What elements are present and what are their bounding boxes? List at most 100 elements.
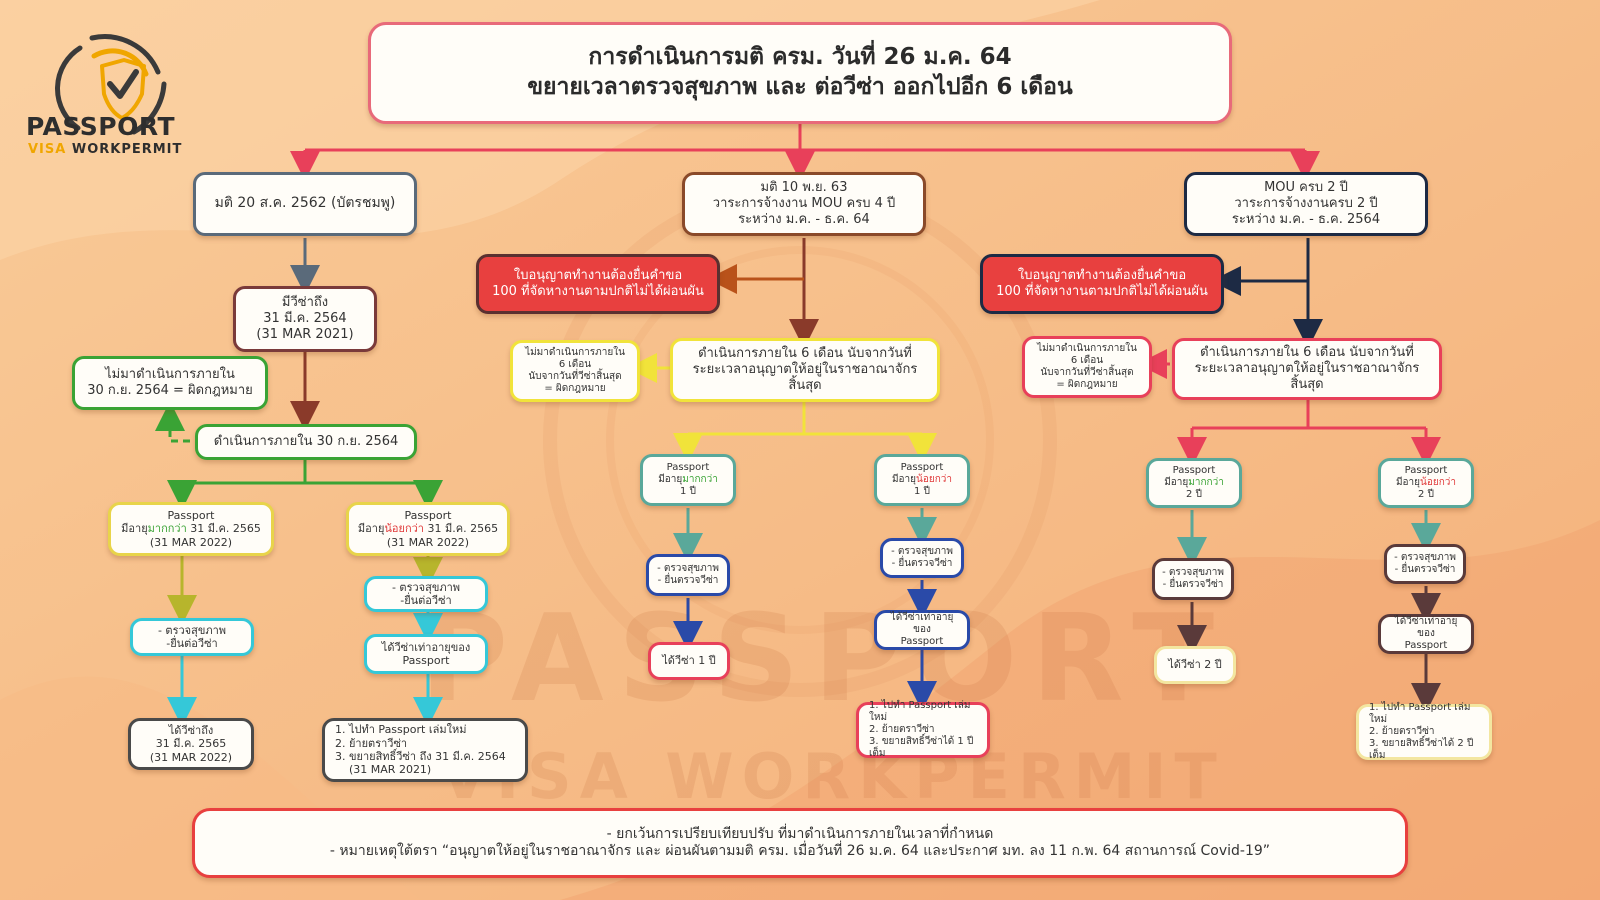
left-passport-less-box: Passport มีอายุน้อยกว่า 31 มี.ค. 2565 (3… — [346, 502, 510, 556]
middle-step-3: 3. ขยายสิทธิ์วีซ่าได้ 1 ปีเต็ม — [869, 736, 974, 760]
left-result-a-3: (31 MAR 2022) — [149, 750, 233, 764]
right-within6-2: ระยะเวลาอนุญาตให้อยู่ในราชอาณาจักร — [1194, 361, 1420, 377]
right-pp-less-pre: มีอายุ — [1395, 476, 1421, 488]
middle-check-a-box: - ตรวจสุขภาพ - ยื่นตรวจวีซ่า — [646, 554, 730, 596]
right-steps-box: 1. ไปทำ Passport เล่มใหม่ 2. ย้ายตราวีซ่… — [1356, 701, 1492, 762]
left-check-a-2: -ยื่นต่อวีซ่า — [166, 637, 218, 650]
left-result-a-1: ได้วีซ่าถึง — [168, 723, 214, 737]
footer-note-box: - ยกเว้นการเปรียบเทียบปรับ ที่มาดำเนินกา… — [192, 808, 1408, 878]
right-step-2: 2. ย้ายตราวีซ่า — [1369, 725, 1435, 737]
header-line-1: การดำเนินการมติ ครม. วันที่ 26 ม.ค. 64 — [588, 44, 1012, 71]
right-check-b-box: - ตรวจสุขภาพ - ยื่นตรวจวีซ่า — [1384, 544, 1466, 584]
middle-permit-2: 100 ที่จัดหางานตามปกติไม่ได้ผ่อนผัน — [492, 284, 704, 299]
left-pp-less-post: 31 มี.ค. 2565 — [423, 522, 499, 536]
right-top-box: MOU ครบ 2 ปี วาระการจ้างงานครบ 2 ปี ระหว… — [1184, 172, 1428, 236]
middle-pp-less-l3: 1 ปี — [914, 486, 930, 498]
right-permit-1: ใบอนุญาตทำงานต้องยื่นคำขอ — [1017, 268, 1187, 284]
right-within6-3: สิ้นสุด — [1290, 376, 1324, 392]
left-visa-until-3: (31 MAR 2021) — [256, 326, 354, 342]
left-pp-more-pre: มีอายุ — [121, 522, 148, 536]
right-pp-less-hl: น้อยกว่า — [1420, 476, 1457, 488]
left-top-box: มติ 20 ส.ค. 2562 (บัตรชมพู) — [193, 172, 417, 236]
right-pp-more-hl: มากกว่า — [1188, 476, 1224, 488]
middle-illegal-3: นับจากวันที่วีซ่าสิ้นสุด — [528, 371, 622, 382]
middle-permit-box: ใบอนุญาตทำงานต้องยื่นคำขอ 100 ที่จัดหางา… — [476, 254, 720, 314]
right-passport-less-box: Passport มีอายุน้อยกว่า 2 ปี — [1378, 458, 1474, 508]
left-illegal-1: ไม่มาดำเนินการภายใน — [105, 367, 235, 383]
left-within-box: ดำเนินการภายใน 30 ก.ย. 2564 — [195, 424, 417, 460]
footer-line-2: - หมายเหตุใต้ตรา “อนุญาตให้อยู่ในราชอาณา… — [329, 843, 1271, 859]
left-passport-more-box: Passport มีอายุมากกว่า 31 มี.ค. 2565 (31… — [108, 502, 274, 556]
left-illegal-2: 30 ก.ย. 2564 = ผิดกฎหมาย — [87, 383, 253, 398]
right-pp-more-l1: Passport — [1172, 464, 1216, 476]
right-within6-1: ดำเนินการภายใน 6 เดือน นับจากวันที่ — [1200, 345, 1414, 361]
middle-top-3: ระหว่าง ม.ค. - ธ.ค. 64 — [738, 211, 870, 227]
middle-check-a-2: - ยื่นตรวจวีซ่า — [657, 575, 719, 586]
left-check-b-box: - ตรวจสุขภาพ -ยื่นต่อวีซ่า — [364, 576, 488, 612]
right-pp-more-pre: มีอายุ — [1164, 476, 1189, 488]
right-top-3: ระหว่าง ม.ค. - ธ.ค. 2564 — [1231, 211, 1381, 227]
middle-check-a-1: - ตรวจสุขภาพ — [657, 562, 719, 574]
middle-pp-more-pre: มีอายุ — [658, 473, 683, 485]
right-result-b-box: ได้วีซ่าเท่าอายุของ Passport — [1378, 614, 1474, 654]
left-step-3: 3. ขยายสิทธิ์วีซ่า ถึง 31 มี.ค. 2564 — [335, 750, 506, 763]
logo-subtext: VISA WORKPERMIT — [28, 142, 182, 157]
middle-top-2: วาระการจ้างงาน MOU ครบ 4 ปี — [712, 196, 896, 212]
right-permit-box: ใบอนุญาตทำงานต้องยื่นคำขอ 100 ที่จัดหางา… — [980, 254, 1224, 314]
middle-pp-more-l3: 1 ปี — [680, 486, 696, 498]
middle-illegal-box: ไม่มาดำเนินการภายใน 6 เดือน นับจากวันที่… — [510, 340, 640, 402]
right-illegal-2: 6 เดือน — [1070, 354, 1104, 366]
logo-text: PASSPORT — [26, 112, 176, 141]
middle-result-b-2: Passport — [900, 636, 944, 648]
right-top-2: วาระการจ้างงานครบ 2 ปี — [1234, 196, 1378, 212]
footer-line-1: - ยกเว้นการเปรียบเทียบปรับ ที่มาดำเนินกา… — [606, 825, 994, 842]
right-result-a-box: ได้วีซ่า 2 ปี — [1154, 646, 1236, 684]
middle-top-box: มติ 10 พ.ย. 63 วาระการจ้างงาน MOU ครบ 4 … — [682, 172, 926, 236]
right-illegal-1: ไม่มาดำเนินการภายใน — [1037, 342, 1137, 354]
header-box: การดำเนินการมติ ครม. วันที่ 26 ม.ค. 64 ข… — [368, 22, 1232, 124]
middle-illegal-1: ไม่มาดำเนินการภายใน — [525, 346, 625, 358]
left-pp-more-hl: มากกว่า — [147, 522, 187, 536]
right-pp-more-l3: 2 ปี — [1186, 489, 1202, 501]
right-illegal-4: = ผิดกฎหมาย — [1056, 379, 1118, 391]
left-result-b-1: ได้วีซ่าเท่าอายุของ — [381, 640, 471, 654]
left-pp-less-l1: Passport — [404, 508, 452, 522]
left-step-4: (31 MAR 2021) — [349, 763, 432, 777]
middle-check-b-box: - ตรวจสุขภาพ - ยื่นตรวจวีซ่า — [880, 538, 964, 578]
middle-passport-less-box: Passport มีอายุน้อยกว่า 1 ปี — [874, 454, 970, 506]
left-result-a-2: 31 มี.ค. 2565 — [155, 737, 227, 751]
right-illegal-box: ไม่มาดำเนินการภายใน 6 เดือน นับจากวันที่… — [1022, 336, 1152, 398]
left-pp-less-hl: น้อยกว่า — [384, 522, 424, 536]
middle-result-b-1: ได้วีซ่าเท่าอายุของ — [890, 611, 954, 635]
right-result-b-1: ได้วีซ่าเท่าอายุของ — [1394, 615, 1458, 639]
middle-top-1: มติ 10 พ.ย. 63 — [760, 180, 848, 196]
right-result-a-text: ได้วีซ่า 2 ปี — [1168, 658, 1222, 672]
right-pp-less-l3: 2 ปี — [1418, 489, 1434, 501]
left-pp-more-l1: Passport — [167, 508, 215, 522]
right-pp-less-l1: Passport — [1404, 464, 1448, 476]
left-check-a-1: - ตรวจสุขภาพ — [157, 623, 227, 637]
middle-pp-more-hl: มากกว่า — [682, 473, 718, 485]
middle-within6-box: ดำเนินการภายใน 6 เดือน นับจากวันที่ ระยะ… — [670, 338, 940, 402]
middle-illegal-2: 6 เดือน — [558, 358, 592, 370]
right-check-a-box: - ตรวจสุขภาพ - ยื่นตรวจวีซ่า — [1152, 558, 1234, 600]
right-permit-2: 100 ที่จัดหางานตามปกติไม่ได้ผ่อนผัน — [996, 284, 1208, 299]
logo-visa: VISA — [28, 142, 67, 157]
left-result-b-box: ได้วีซ่าเท่าอายุของ Passport — [364, 634, 488, 674]
left-steps-box: 1. ไปทำ Passport เล่มใหม่ 2. ย้ายตราวีซ่… — [322, 718, 528, 782]
middle-within6-2: ระยะเวลาอนุญาตให้อยู่ในราชอาณาจักร — [692, 362, 918, 378]
right-illegal-3: นับจากวันที่วีซ่าสิ้นสุด — [1040, 367, 1134, 378]
middle-passport-more-box: Passport มีอายุมากกว่า 1 ปี — [640, 454, 736, 506]
left-pp-more-post: 31 มี.ค. 2565 — [186, 522, 261, 536]
left-pp-more-l3: (31 MAR 2022) — [149, 535, 233, 549]
right-step-3: 3. ขยายสิทธิ์วีซ่าได้ 2 ปีเต็ม — [1369, 738, 1474, 762]
left-visa-until-box: มีวีซ่าถึง 31 มี.ค. 2564 (31 MAR 2021) — [233, 286, 377, 352]
right-result-b-2: Passport — [1404, 640, 1448, 652]
right-step-1: 1. ไปทำ Passport เล่มใหม่ — [1369, 701, 1471, 725]
right-check-b-1: - ตรวจสุขภาพ — [1394, 551, 1456, 563]
middle-pp-more-l1: Passport — [666, 461, 710, 473]
right-check-b-2: - ยื่นตรวจวีซ่า — [1394, 564, 1456, 575]
shield-check-logo-icon — [55, 34, 167, 135]
middle-result-b-box: ได้วีซ่าเท่าอายุของ Passport — [874, 610, 970, 650]
left-visa-until-1: มีวีซ่าถึง — [281, 295, 329, 311]
